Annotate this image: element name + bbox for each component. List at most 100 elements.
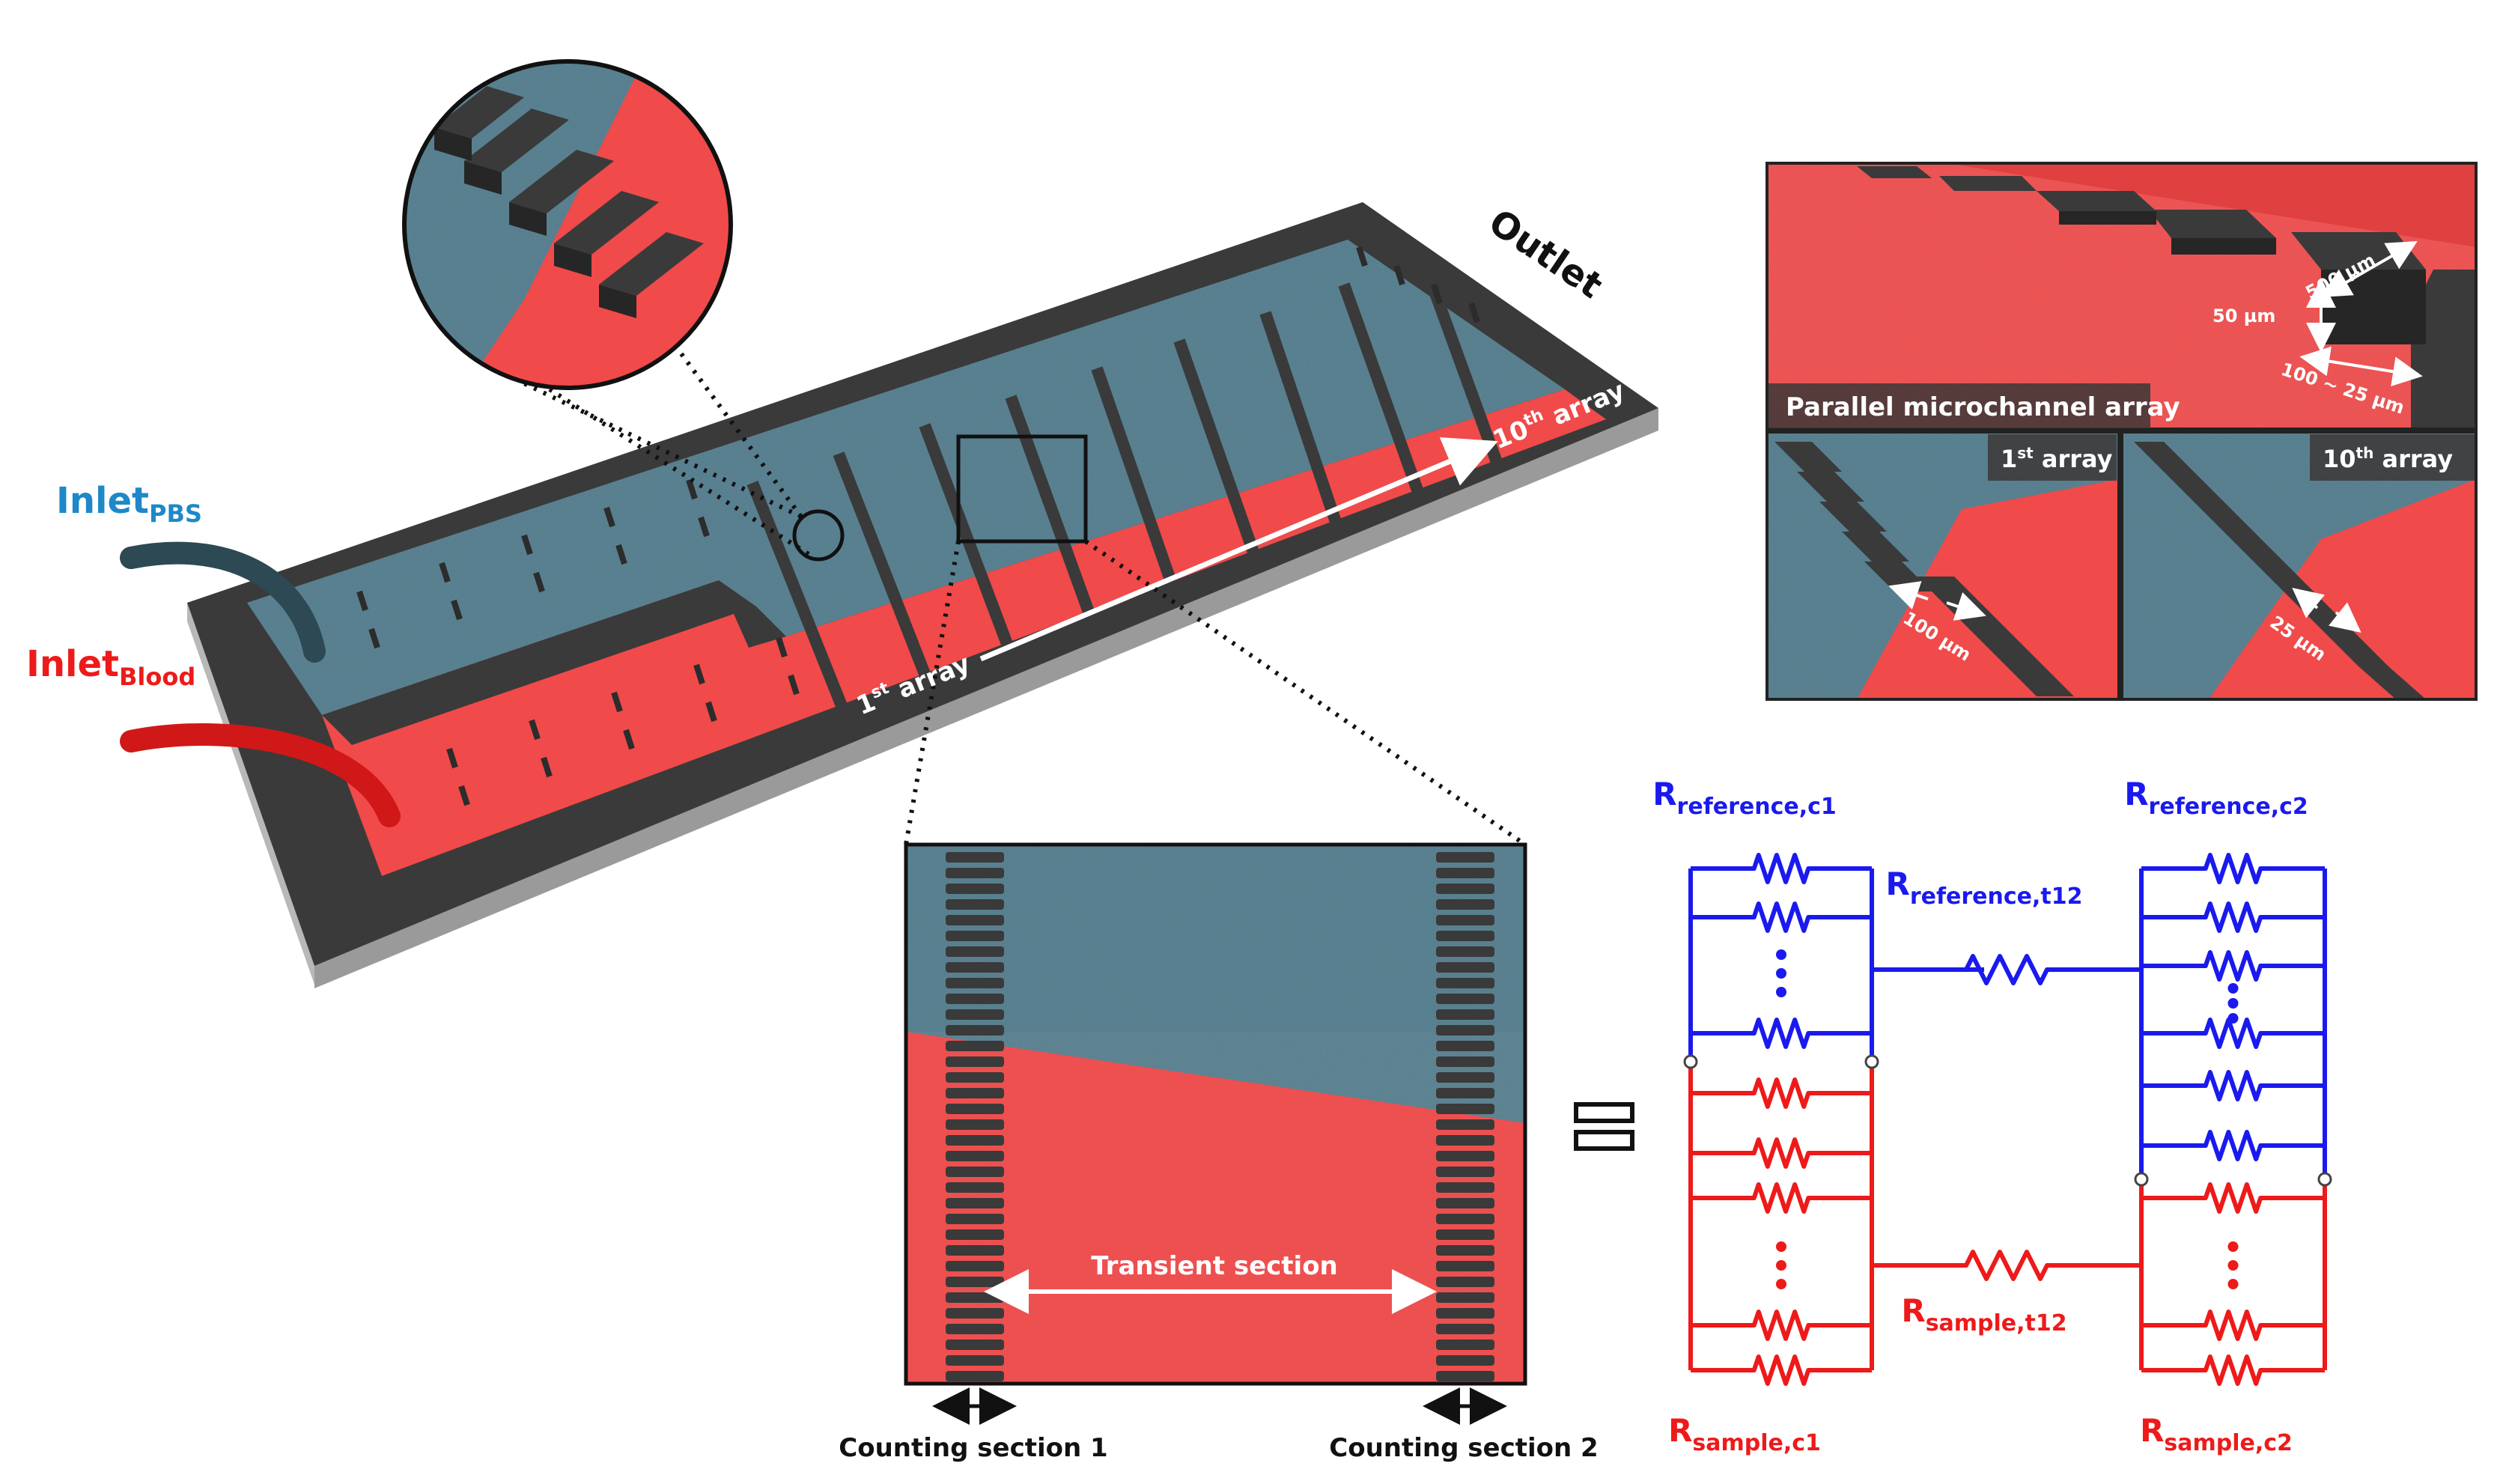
counting-section-1-pillars bbox=[946, 852, 1004, 1381]
svg-text:Parallel microchannel array: Parallel microchannel array bbox=[1786, 392, 2180, 422]
panel-tenth-array bbox=[2120, 431, 2478, 701]
pillar bbox=[1436, 1261, 1494, 1271]
pillar bbox=[1436, 1056, 1494, 1067]
pillar bbox=[1436, 899, 1494, 910]
r-reference-c1-label: Rreference,c1 bbox=[1652, 776, 1837, 820]
dim-height-label: 50 µm bbox=[2212, 305, 2275, 326]
pillar bbox=[946, 1214, 1004, 1224]
pillar bbox=[946, 931, 1004, 941]
resistor bbox=[2141, 1310, 2325, 1341]
pillar bbox=[946, 1025, 1004, 1036]
r-reference-t12-label: Rreference,t12 bbox=[1886, 866, 2083, 910]
r-sample-c2-label: Rsample,c2 bbox=[2140, 1412, 2293, 1456]
pillar bbox=[1436, 1292, 1494, 1303]
pillar bbox=[946, 1072, 1004, 1083]
array-walls bbox=[746, 256, 1503, 710]
svg-text:10th array: 10th array bbox=[2323, 444, 2453, 473]
ellipsis-dot bbox=[2227, 1260, 2239, 1271]
pillar bbox=[1436, 1009, 1494, 1020]
pillar bbox=[1436, 1324, 1494, 1334]
pillar bbox=[946, 962, 1004, 973]
pillar bbox=[1436, 1308, 1494, 1319]
pillar bbox=[1436, 852, 1494, 863]
pillar bbox=[1436, 1119, 1494, 1130]
junction-node bbox=[1864, 1054, 1879, 1069]
inlet-pbs-label: InletPBS bbox=[56, 480, 202, 528]
pillar bbox=[946, 1088, 1004, 1098]
pillar bbox=[946, 1308, 1004, 1319]
resistor bbox=[2141, 950, 2325, 982]
pillar bbox=[946, 1198, 1004, 1208]
pillar bbox=[1436, 994, 1494, 1004]
resistor bbox=[1691, 1077, 1872, 1109]
zoomed-transient-section bbox=[904, 842, 1527, 1425]
resistor bbox=[2141, 1130, 2325, 1161]
pillar bbox=[1436, 1151, 1494, 1161]
pillar bbox=[946, 1151, 1004, 1161]
flow-direction-arrow bbox=[979, 437, 1498, 662]
pillar bbox=[946, 1182, 1004, 1193]
tenth-array-tag: 10th array bbox=[2310, 434, 2475, 481]
r-sample-c1-label: Rsample,c1 bbox=[1668, 1412, 1821, 1456]
pillar bbox=[946, 868, 1004, 878]
pillar bbox=[1436, 1104, 1494, 1114]
transient-section-label: Transient section bbox=[1091, 1251, 1338, 1281]
blood-tube bbox=[120, 723, 401, 827]
counting-section-2-label: Counting section 2 bbox=[1329, 1433, 1598, 1463]
pillar bbox=[1436, 1167, 1494, 1177]
ellipsis-dot bbox=[1776, 1241, 1786, 1252]
pillar bbox=[946, 1261, 1004, 1271]
junction-node bbox=[1683, 1054, 1698, 1069]
pillar bbox=[946, 1229, 1004, 1240]
pillar bbox=[946, 1371, 1004, 1381]
r-reference-c2-label: Rreference,c2 bbox=[2124, 776, 2308, 820]
pillar bbox=[1436, 962, 1494, 973]
resistor bbox=[1691, 853, 1872, 884]
magnified-junction bbox=[404, 61, 731, 388]
panel-parallel-microchannel bbox=[1765, 162, 2478, 431]
pillar bbox=[946, 1355, 1004, 1366]
parallel-title-tag: Parallel microchannel array bbox=[1768, 383, 2180, 428]
ellipsis-dot bbox=[2227, 1279, 2239, 1289]
pillar bbox=[946, 1167, 1004, 1177]
pillar bbox=[946, 1292, 1004, 1303]
resistor bbox=[2141, 1070, 2325, 1101]
resistor bbox=[2141, 1018, 2325, 1049]
pillar bbox=[946, 899, 1004, 910]
pillar-dashes bbox=[356, 246, 1480, 806]
resistor bbox=[1691, 1018, 1872, 1049]
ellipsis-dot bbox=[1776, 987, 1786, 997]
pillar bbox=[946, 1135, 1004, 1146]
pillar bbox=[1436, 884, 1494, 894]
pillar bbox=[946, 884, 1004, 894]
pillar bbox=[946, 978, 1004, 988]
pillar bbox=[1436, 915, 1494, 925]
pillar bbox=[1436, 1355, 1494, 1366]
pillar bbox=[1436, 1229, 1494, 1240]
junction-node bbox=[2317, 1172, 2332, 1187]
resistor bbox=[1872, 1250, 2141, 1281]
resistor bbox=[1872, 954, 2141, 985]
first-array-tag: 1st array bbox=[1988, 434, 2117, 481]
ellipsis-dot bbox=[1776, 1260, 1786, 1271]
pillar bbox=[946, 1339, 1004, 1350]
equivalence-symbol bbox=[1574, 1102, 1634, 1151]
ellipsis-dot bbox=[1776, 949, 1786, 960]
ellipsis-dot bbox=[2227, 998, 2239, 1009]
pillar bbox=[1436, 1245, 1494, 1256]
resistor bbox=[2141, 853, 2325, 884]
pillar bbox=[1436, 1041, 1494, 1051]
pillar bbox=[946, 1324, 1004, 1334]
junction-node bbox=[2134, 1172, 2149, 1187]
resistor bbox=[1691, 1182, 1872, 1214]
counting-section-1-label: Counting section 1 bbox=[839, 1433, 1107, 1463]
pillar bbox=[1436, 1214, 1494, 1224]
inlet-blood-label: InletBlood bbox=[26, 643, 195, 691]
pillar bbox=[946, 1056, 1004, 1067]
equivalent-circuit bbox=[1683, 853, 2332, 1386]
resistor bbox=[2141, 1354, 2325, 1386]
pillar bbox=[946, 1041, 1004, 1051]
resistor bbox=[1691, 901, 1872, 933]
resistor bbox=[1691, 1137, 1872, 1169]
